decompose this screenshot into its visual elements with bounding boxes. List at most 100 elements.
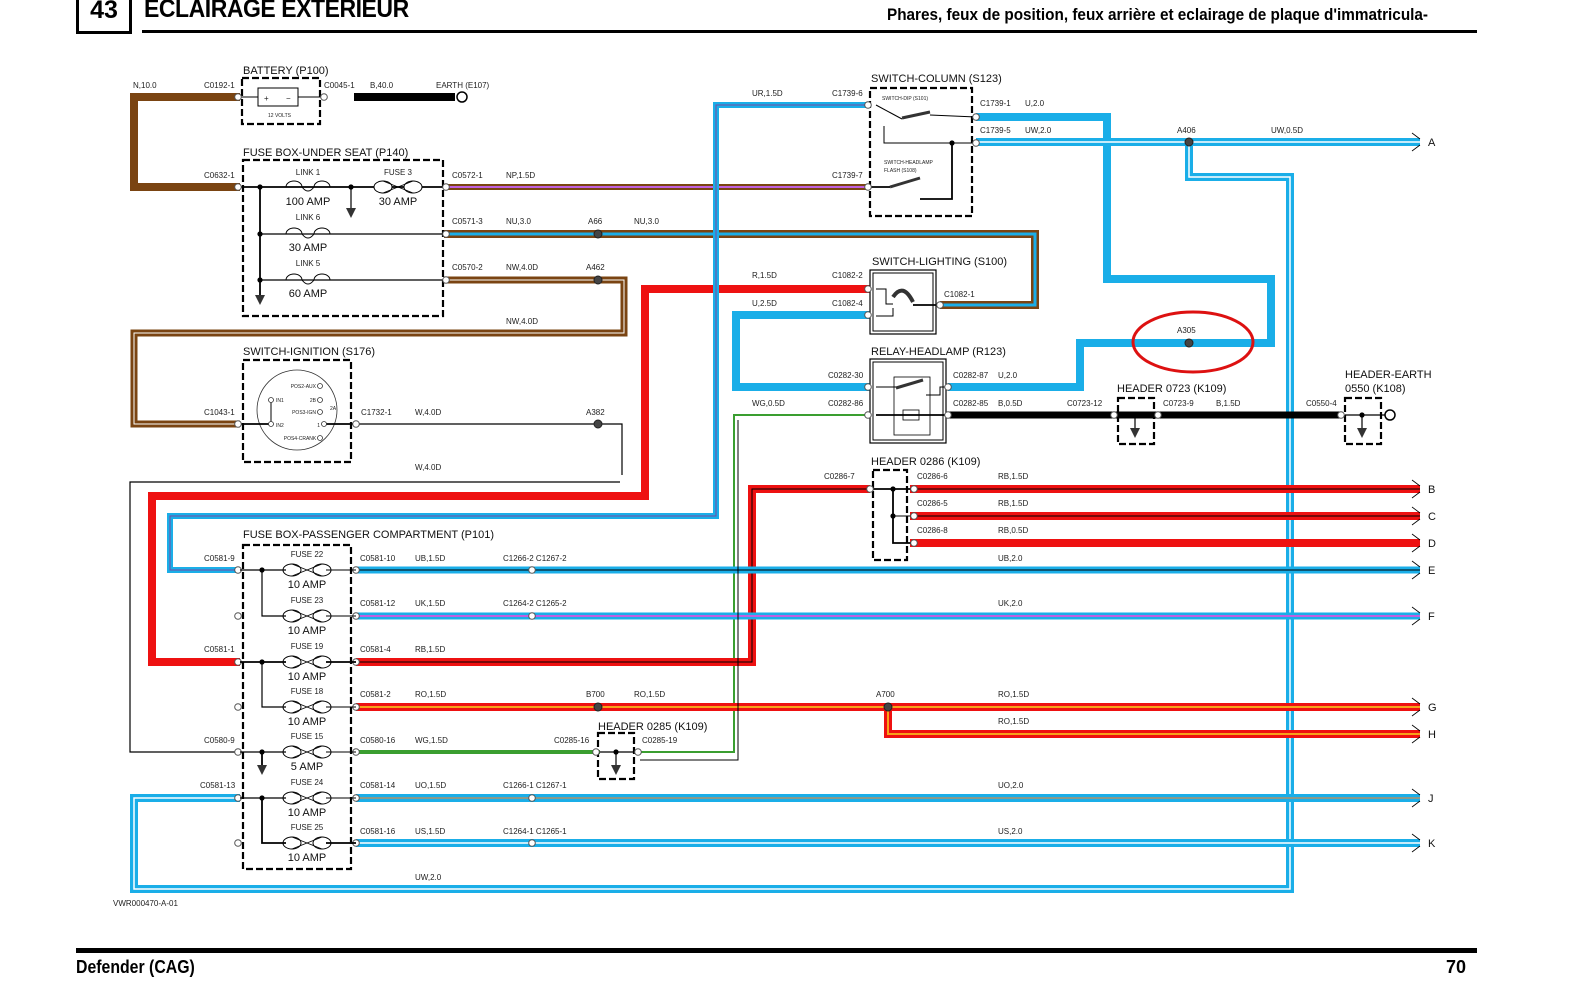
terminal-label: J (1428, 793, 1434, 805)
connector-label: C0581-14 (360, 781, 396, 790)
connector-pin-icon (910, 512, 918, 520)
junction-dot-icon (259, 567, 265, 573)
wire-label: WG,1.5D (415, 736, 448, 745)
connector-label: C0581-12 (360, 599, 396, 608)
connector-label: C0192-1 (204, 81, 235, 90)
fuse-icon (291, 563, 323, 577)
wire-label: NW,4.0D (506, 263, 538, 272)
relay-contact-icon (895, 378, 924, 390)
wire-label: B,0.5D (998, 399, 1023, 408)
header-earth-box (1343, 396, 1383, 446)
wire-label: NU,3.0 (506, 217, 531, 226)
connector-pin-icon (234, 183, 242, 191)
connector-label: C0581-9 (204, 554, 235, 563)
junction-dot-icon (257, 277, 263, 283)
wire-label: B,40.0 (370, 81, 394, 90)
connector-label: C1264-1 C1265-1 (503, 827, 567, 836)
connector-pin-icon (864, 101, 872, 109)
ground-symbol-icon (1357, 428, 1367, 438)
fuse-icon (291, 700, 323, 714)
junction-dot-icon (259, 795, 265, 801)
lighting-lever-icon (891, 288, 915, 303)
header-earth-label: 0550 (K108) (1345, 383, 1406, 395)
connector-label: C0632-1 (204, 171, 235, 180)
wire-label: RO,1.5D (634, 690, 665, 699)
connector-label: C0282-85 (953, 399, 989, 408)
ignition-position: POS4-CRANK (284, 436, 317, 442)
connector-arrow-icon (1411, 833, 1421, 841)
connector-pin-icon (936, 301, 944, 309)
wire-label: UW,0.5D (1271, 126, 1303, 135)
fuse-name: FUSE 3 (384, 168, 413, 177)
header-0723-box (1116, 396, 1156, 446)
connector-pin-icon (972, 113, 980, 121)
switch-lighting-label: SWITCH-LIGHTING (S100) (872, 256, 1007, 268)
connector-pin-icon (234, 839, 242, 847)
drawing-reference: VWR000470-A-01 (113, 899, 178, 908)
wire-label: UO,2.0 (998, 781, 1024, 790)
junction-dot-icon (890, 513, 896, 519)
wire-nu30-stripe (444, 232, 1037, 307)
fuse-rating: 100 AMP (286, 196, 331, 208)
connector-label: C0286-6 (917, 472, 948, 481)
footer-rule (76, 948, 1477, 953)
connector-pin-icon (910, 485, 918, 493)
connector-arrow-icon (1411, 709, 1421, 717)
ignition-position: 2A (330, 406, 337, 412)
ground-symbol-icon (611, 765, 621, 775)
connector-pin-icon (944, 411, 952, 419)
connector-arrow-icon (1411, 736, 1421, 744)
battery-minus: − (286, 94, 291, 103)
connector-label: C0571-3 (452, 217, 483, 226)
splice-label: B700 (586, 690, 605, 699)
switch-contact-icon (268, 397, 274, 403)
wire-uw20-stripe (133, 142, 1291, 890)
connector-label: C0570-2 (452, 263, 483, 272)
connector-label: C0286-8 (917, 526, 948, 535)
connector-pin-icon (234, 420, 242, 428)
connector-pin-icon (442, 183, 450, 191)
connector-label: C0580-9 (204, 736, 235, 745)
splice-label: A305 (1177, 326, 1196, 335)
connector-pin-icon (234, 703, 242, 711)
wire-label: RB,0.5D (998, 526, 1028, 535)
terminal-label: F (1428, 611, 1435, 623)
footer-page-number: 70 (1446, 957, 1467, 977)
connector-label: C0723-12 (1067, 399, 1103, 408)
connector-pin-icon (864, 311, 872, 319)
connector-arrow-icon (1411, 518, 1421, 526)
wire-label: US,2.0 (998, 827, 1023, 836)
wire-ur15-stripe (169, 104, 870, 571)
connector-pin-icon (972, 139, 980, 147)
splice-a700 (883, 702, 893, 712)
connector-arrow-icon (1411, 506, 1421, 514)
connector-pin-icon (864, 183, 872, 191)
wire-u25 (732, 311, 870, 391)
fuse-rating: 10 AMP (288, 671, 327, 683)
connector-label: C0581-4 (360, 645, 391, 654)
connector-label: C1043-1 (204, 408, 235, 417)
earth-symbol-icon (1384, 409, 1396, 421)
section-number: 43 (90, 0, 118, 24)
fuse-icon (382, 180, 414, 194)
header-earth-label: HEADER-EARTH (1345, 369, 1432, 381)
fuse-icon (291, 609, 323, 623)
wire-label: UK,2.0 (998, 599, 1023, 608)
wire-label: W,4.0D (415, 463, 441, 472)
connector-label: C0581-10 (360, 554, 396, 563)
switch-lighting-box (869, 269, 937, 335)
connector-label: C0581-13 (200, 781, 236, 790)
fusebox-passenger-label: FUSE BOX-PASSENGER COMPARTMENT (P101) (243, 529, 494, 541)
switch-lighting-box-inner (872, 272, 934, 332)
connector-arrow-icon (1411, 491, 1421, 499)
connector-arrow-icon (1411, 618, 1421, 626)
fuse-icon (291, 745, 323, 759)
switch-flash-label: SWITCH-HEADLAMP (884, 160, 934, 166)
connector-pin-icon (442, 230, 450, 238)
connector-label: C0581-2 (360, 690, 391, 699)
wire-ro-h (884, 707, 1420, 738)
battery-voltage: 12 VOLTS (268, 113, 292, 119)
wire-label: NU,3.0 (634, 217, 659, 226)
connector-label: C1082-2 (832, 271, 863, 280)
wire-label: UW,2.0 (1025, 126, 1052, 135)
